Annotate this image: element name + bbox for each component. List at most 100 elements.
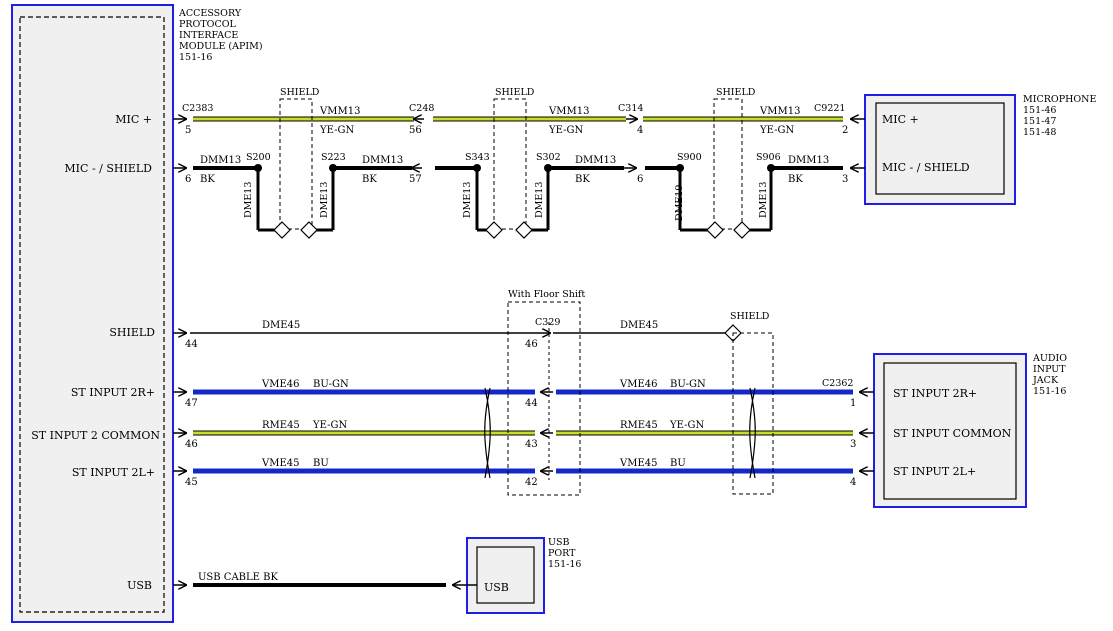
pin-number: 57	[409, 174, 422, 185]
wire-label: YE-GN	[312, 420, 347, 431]
svg-text:151-46: 151-46	[1023, 105, 1056, 116]
splice-s343: S343	[465, 152, 490, 163]
wire-label: BU-GN	[313, 379, 349, 390]
pin-number: 43	[525, 439, 538, 450]
floor-shift-box	[507, 301, 581, 496]
pin-number: 46	[185, 439, 198, 450]
svg-text:USB: USB	[548, 537, 570, 548]
usb-port-title: USB PORT 151-16	[548, 537, 581, 570]
wire-label: BK	[362, 174, 377, 185]
shield-label-2: SHIELD	[495, 87, 535, 98]
wire-label: BU	[670, 458, 686, 469]
wire-label: YE-GN	[319, 125, 354, 136]
svg-text:AUDIO: AUDIO	[1032, 353, 1067, 364]
splice-s200: S200	[246, 152, 271, 163]
connector-c248: C248	[409, 103, 434, 114]
wire-label-vertical: DME13	[243, 182, 254, 218]
wire-label: VME46	[261, 379, 300, 390]
pin-number: 56	[409, 125, 422, 136]
usb-port-module	[466, 537, 545, 614]
mic-shield-drops	[256, 98, 773, 239]
wire-label-usb: USB CABLE BK	[198, 572, 278, 583]
wire-label: BU-GN	[670, 379, 706, 390]
pin-number: 6	[637, 174, 643, 185]
pin-number: 3	[842, 174, 848, 185]
wire-label: DMM13	[575, 155, 616, 166]
floor-shift-label: With Floor Shift	[508, 289, 585, 300]
audio-jack-module	[873, 353, 1027, 508]
splice-dots	[254, 164, 775, 172]
wire-label: VMM13	[548, 106, 589, 117]
wire-label: YE-GN	[759, 125, 794, 136]
wire-label: VME45	[261, 458, 300, 469]
wire-label-vertical: DME13	[758, 182, 769, 218]
svg-text:JACK: JACK	[1032, 375, 1059, 386]
wire-label: DMM13	[200, 155, 241, 166]
svg-text:INPUT: INPUT	[1033, 364, 1066, 375]
svg-text:151-47: 151-47	[1023, 116, 1056, 127]
pin-number: 4	[850, 477, 856, 488]
usb-port-label: USB	[484, 581, 509, 594]
apim-pin-mic-plus: MIC +	[115, 113, 152, 126]
shield-label-audio: SHIELD	[730, 311, 770, 322]
svg-text:INTERFACE: INTERFACE	[179, 30, 238, 41]
wire-label: VMM13	[759, 106, 800, 117]
wire-label: BU	[313, 458, 329, 469]
mic-pin-plus: MIC +	[882, 113, 919, 126]
svg-text:PROTOCOL: PROTOCOL	[179, 19, 237, 30]
apim-pin-st-2l: ST INPUT 2L+	[72, 466, 155, 479]
splice-s900: S900	[677, 152, 702, 163]
wire-label: DMM13	[788, 155, 829, 166]
apim-pin-usb: USB	[127, 579, 152, 592]
pin-number: 47	[185, 398, 198, 409]
wire-label: DMM13	[362, 155, 403, 166]
apim-pin-st-2r: ST INPUT 2R+	[71, 386, 155, 399]
mic-pin-minus: MIC - / SHIELD	[882, 161, 970, 174]
svg-text:PORT: PORT	[548, 548, 576, 559]
splice-s223: S223	[321, 152, 346, 163]
apim-pin-mic-minus: MIC - / SHIELD	[64, 162, 152, 175]
svg-text:151-16: 151-16	[1033, 386, 1066, 397]
pin-number: 46	[525, 339, 538, 350]
wire-label-vertical: DME13	[319, 182, 330, 218]
pin-number: 44	[525, 398, 538, 409]
connector-c2383: C2383	[182, 103, 213, 114]
pin-number: 45	[185, 477, 198, 488]
wire-label: BK	[788, 174, 803, 185]
apim-module	[11, 4, 174, 623]
microphone-title: MICROPHONE 151-46 151-47 151-48	[1023, 94, 1096, 138]
shield-label-1: SHIELD	[280, 87, 320, 98]
pin-number: 44	[185, 339, 198, 350]
jack-pin-common: ST INPUT COMMON	[893, 427, 1012, 440]
pin-number: 1	[850, 398, 856, 409]
audio-jack-title: AUDIO INPUT JACK 151-16	[1032, 353, 1067, 397]
apim-title: ACCESSORY PROTOCOL INTERFACE MODULE (API…	[178, 8, 263, 63]
splice-s906: S906	[756, 152, 781, 163]
connector-c314: C314	[618, 103, 643, 114]
audio-shield-box	[732, 332, 774, 495]
pin-number: 6	[185, 174, 191, 185]
svg-text:151-16: 151-16	[179, 52, 212, 63]
pin-number: 42	[525, 477, 538, 488]
jack-pin-2l: ST INPUT 2L+	[893, 465, 976, 478]
twisted-pair-symbols	[484, 387, 756, 479]
pin-number: 4	[637, 125, 643, 136]
pin-number: 5	[185, 125, 191, 136]
pin-number: 2	[842, 125, 848, 136]
shield-label-3: SHIELD	[716, 87, 756, 98]
wire-label: BK	[575, 174, 590, 185]
svg-text:MICROPHONE: MICROPHONE	[1023, 94, 1096, 105]
wire-label: DME45	[262, 320, 300, 331]
wire-label: BK	[200, 174, 215, 185]
wire-label: VME46	[619, 379, 658, 390]
wire-label: RME45	[262, 420, 300, 431]
wire-label: YE-GN	[669, 420, 704, 431]
wire-label-vertical: DME13	[462, 182, 473, 218]
wire-label: VMM13	[319, 106, 360, 117]
svg-text:151-48: 151-48	[1023, 127, 1056, 138]
svg-text:MODULE (APIM): MODULE (APIM)	[179, 41, 263, 52]
apim-pin-st-common: ST INPUT 2 COMMON	[31, 429, 160, 442]
connector-c329: C329	[535, 317, 560, 328]
connector-c2362: C2362	[822, 378, 853, 389]
